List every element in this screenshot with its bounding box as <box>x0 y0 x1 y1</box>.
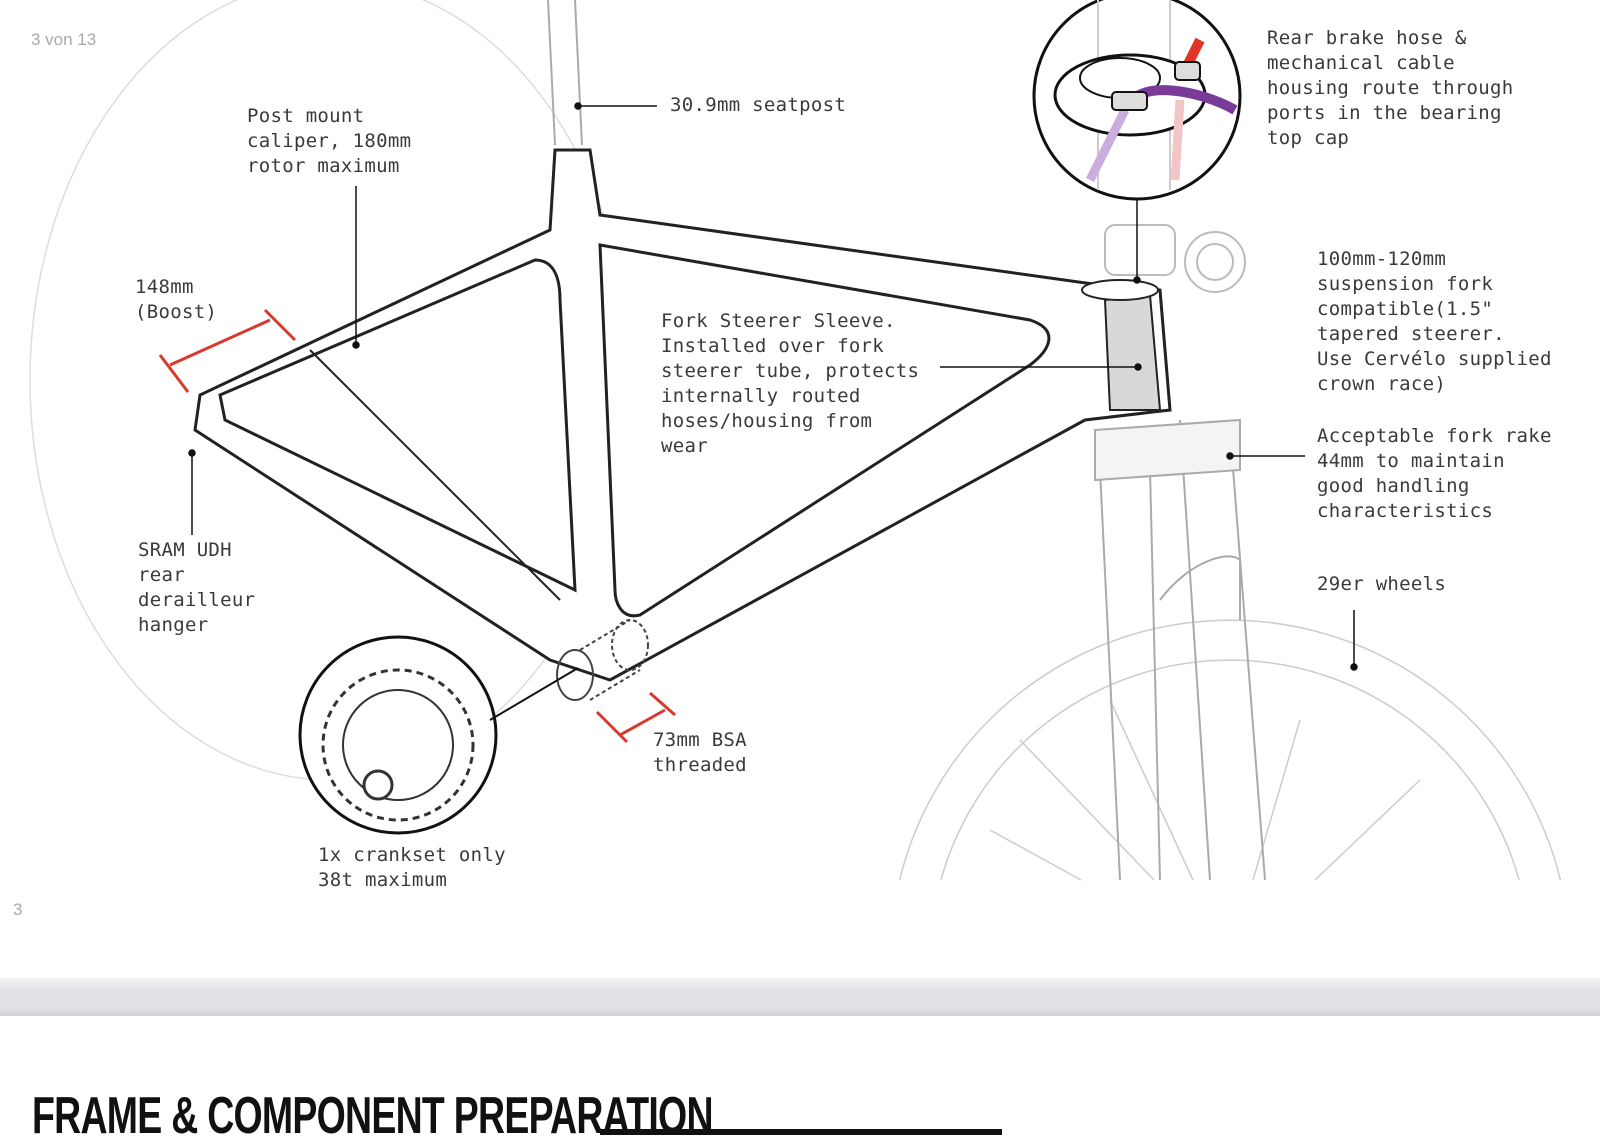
page-indicator: 3 von 13 <box>31 30 97 49</box>
label-seatpost: 30.9mm seatpost <box>670 94 847 116</box>
label-bsa: 73mm BSA threaded <box>653 729 747 776</box>
pdf-page-3: 3 von 13 30.9mm seatpost Post mount cali… <box>13 0 1562 919</box>
page-number: 3 <box>13 900 23 919</box>
bottom-bracket <box>556 619 649 701</box>
seatpost <box>547 0 583 146</box>
label-caliper: Post mount caliper, 180mm rotor maximum <box>247 105 412 177</box>
bike-frame-diagram <box>29 0 1562 881</box>
label-udh: SRAM UDH rear derailleur hanger <box>138 539 256 636</box>
crankset-detail <box>298 635 579 835</box>
stem <box>1104 224 1246 293</box>
label-wheels: 29er wheels <box>1317 573 1447 595</box>
label-steerer-sleeve: Fork Steerer Sleeve. Installed over fork… <box>661 310 920 457</box>
heading-rule <box>600 1129 1002 1135</box>
label-boost: 148mm (Boost) <box>135 276 218 323</box>
label-crankset: 1x crankset only 38t maximum <box>318 844 506 891</box>
top-cap-detail <box>1032 0 1242 201</box>
front-wheel <box>898 619 1562 881</box>
pdf-page-4: FRAME & COMPONENT PREPARATION <box>0 1016 1600 1145</box>
dimension-markers <box>158 308 676 744</box>
leader-lines <box>188 102 1358 671</box>
frame <box>193 148 1172 682</box>
label-brake-hose: Rear brake hose & mechanical cable housi… <box>1267 27 1514 149</box>
label-fork: 100mm-120mm suspension fork compatible(1… <box>1317 248 1552 395</box>
suspension-fork <box>1094 418 1266 881</box>
label-fork-rake: Acceptable fork rake 44mm to maintain go… <box>1317 425 1552 522</box>
section-heading: FRAME & COMPONENT PREPARATION <box>32 1087 714 1145</box>
page-separator <box>0 978 1600 1016</box>
